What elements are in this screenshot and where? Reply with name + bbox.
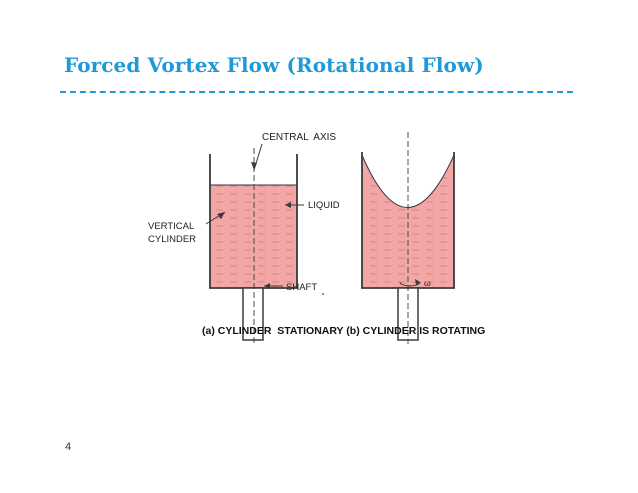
rotating-liquid-texture [362, 155, 454, 288]
stationary-shaft [242, 287, 264, 341]
diagram-svg: CENTRAL AXIS LIQUID VERTICAL CYLINDER SH… [148, 132, 485, 344]
vertical-cylinder-label-line1: VERTICAL [148, 221, 194, 232]
page-number: 4 [65, 441, 72, 453]
shaft-dot [322, 293, 324, 295]
omega-label: ω [424, 278, 431, 288]
slide-title: Forced Vortex Flow (Rotational Flow) [64, 53, 484, 77]
liquid-arrow [285, 202, 291, 208]
liquid-label: LIQUID [308, 200, 340, 211]
title-divider [60, 91, 573, 93]
central-axis-label: CENTRAL AXIS [262, 132, 336, 143]
stationary-liquid-texture [210, 185, 297, 288]
rotation-arrow-head [415, 279, 420, 285]
rotation-arrow [399, 281, 421, 287]
vertical-cylinder-label-line2: CYLINDER [148, 234, 196, 245]
central-axis-arrow [251, 162, 257, 170]
paraboloid-surface [361, 154, 455, 208]
shaft-label: SHAFT [286, 282, 317, 293]
vertical-cylinder-arrow [217, 212, 225, 219]
forced-vortex-diagram: CENTRAL AXIS LIQUID VERTICAL CYLINDER SH… [130, 118, 510, 348]
rotating-cylinder [361, 132, 455, 344]
shaft-arrow [264, 283, 270, 289]
diagram-caption: (a) CYLINDER STATIONARY (b) CYLINDER IS … [202, 325, 485, 337]
stationary-cylinder [209, 148, 298, 344]
